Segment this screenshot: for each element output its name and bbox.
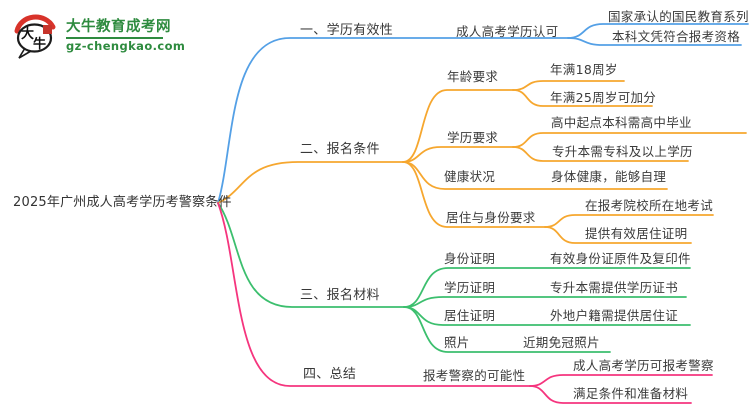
photo-leaf1-node: 近期免冠照片 [523,335,600,350]
branch3-lines [217,202,691,353]
residence-leaf2-node: 提供有效居住证明 [585,226,688,241]
root-node: 2025年广州成人高考学历考警察条件 [13,195,232,210]
edu-req-node: 学历要求 [447,130,499,145]
health-leaf1-node: 身体健康，能够自理 [551,169,667,184]
red-seal-icon [43,25,52,34]
diploma-leaf1-node: 专升本需提供学历证书 [550,280,679,295]
edu-leaf2-node: 专升本需专科及以上学历 [552,144,693,159]
possibility-leaf2-node: 满足条件和准备材料 [573,386,689,401]
site-logo: 大 牛 大牛教育成考网 gz-chengkao.com [12,10,202,60]
branch4-lines [217,202,713,404]
daniu-speech-bubble-icon: 大 牛 [14,14,56,59]
svg-text:大: 大 [21,26,34,42]
logo-divider [66,36,163,39]
age-leaf1-node: 年满18周岁 [550,62,618,77]
photo-node: 照片 [444,335,470,350]
identity-leaf1-node: 有效身份证原件及复印件 [550,251,691,266]
site-name: 大牛教育成考网 [66,19,171,35]
site-url: gz-chengkao.com [66,38,186,53]
branch1-lines [217,23,749,204]
possibility-leaf1-node: 成人高考学历可报考警察 [573,358,714,373]
residence-leaf1-node: 在报考院校所在地考试 [585,198,714,213]
svg-text:牛: 牛 [33,36,46,52]
logo-text-block: 大牛教育成考网 gz-chengkao.com [66,19,186,53]
branch1-node: 一、学历有效性 [300,23,394,38]
age-leaf2-node: 年满25周岁可加分 [550,90,657,105]
branch1-topic-node: 成人高考学历认可 [456,24,559,39]
residence-proof-node: 居住证明 [444,308,496,323]
residence-proof-leaf1-node: 外地户籍需提供居住证 [550,308,679,323]
branch3-node: 三、报名材料 [300,288,380,303]
identity-node: 身份证明 [444,251,496,266]
residence-req-node: 居住与身份要求 [446,210,536,225]
possibility-node: 报考警察的可能性 [423,368,526,383]
branch2-lines [217,80,747,244]
diploma-node: 学历证明 [444,280,496,295]
branch1-leaf2-node: 本科文凭符合报考资格 [612,29,741,44]
branch2-node: 二、报名条件 [300,142,380,157]
age-node: 年龄要求 [447,69,499,84]
health-node: 健康状况 [444,169,496,184]
branch1-leaf1-node: 国家承认的国民教育系列 [608,9,749,24]
edu-leaf1-node: 高中起点本科需高中毕业 [551,115,692,130]
branch4-node: 四、总结 [303,367,357,382]
